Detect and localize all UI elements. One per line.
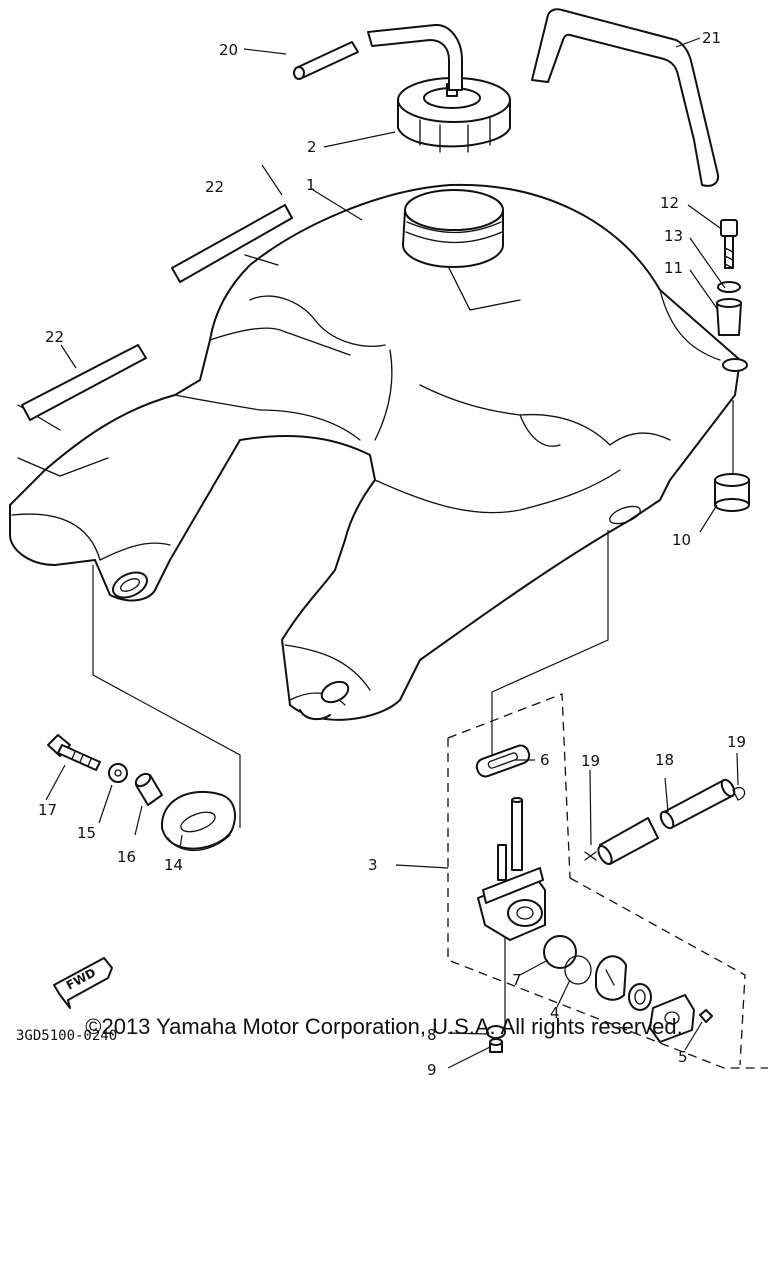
callout-18: 18: [655, 751, 674, 769]
fuel-tank: [9, 183, 748, 721]
fuel-cock-assembly: [475, 744, 713, 1053]
callout-10: 10: [672, 531, 691, 549]
callout-3: 3: [368, 856, 378, 874]
callout-11: 11: [664, 259, 683, 277]
breather-hose: [293, 23, 463, 91]
callout-20: 20: [219, 41, 238, 59]
callout-1: 1: [306, 176, 316, 194]
callout-12: 12: [660, 194, 679, 212]
diagram-code: 3GD5100-0240: [16, 1028, 117, 1044]
mounting-hardware: [714, 219, 750, 512]
callout-17: 17: [38, 801, 57, 819]
front-mount-parts: [47, 734, 236, 852]
callout-7: 7: [512, 971, 522, 989]
callout-9: 9: [427, 1061, 437, 1079]
callout-5: 5: [678, 1048, 688, 1066]
copyright-notice: ©2013 Yamaha Motor Corporation, U.S.A. A…: [85, 1014, 683, 1039]
callout-22-b: 22: [45, 328, 64, 346]
fuel-cap: [397, 77, 511, 153]
callout-19-b: 19: [727, 733, 746, 751]
fuel-hoses: [597, 778, 746, 866]
leader-lines: [45, 37, 739, 1069]
reference-lines: [17, 254, 768, 1069]
callout-14: 14: [164, 856, 183, 874]
forward-arrow: FWD: [53, 957, 113, 1009]
callout-labels: 20 2 21 22 1 22 12 13 11 10 17 15 16 14 …: [16, 29, 746, 1079]
parts-diagram: FWD 20 2 21 22 1 22 12 13: [9, 8, 768, 1079]
callout-21: 21: [702, 29, 721, 47]
callout-19-a: 19: [581, 752, 600, 770]
callout-6: 6: [540, 751, 550, 769]
callout-4: 4: [550, 1004, 560, 1022]
callout-13: 13: [664, 227, 683, 245]
callout-2: 2: [307, 138, 317, 156]
rubber-strap: [531, 8, 720, 187]
callout-16: 16: [117, 848, 136, 866]
damper-strips: [21, 204, 293, 421]
callout-15: 15: [77, 824, 96, 842]
callout-8: 8: [427, 1026, 437, 1044]
callout-22-a: 22: [205, 178, 224, 196]
